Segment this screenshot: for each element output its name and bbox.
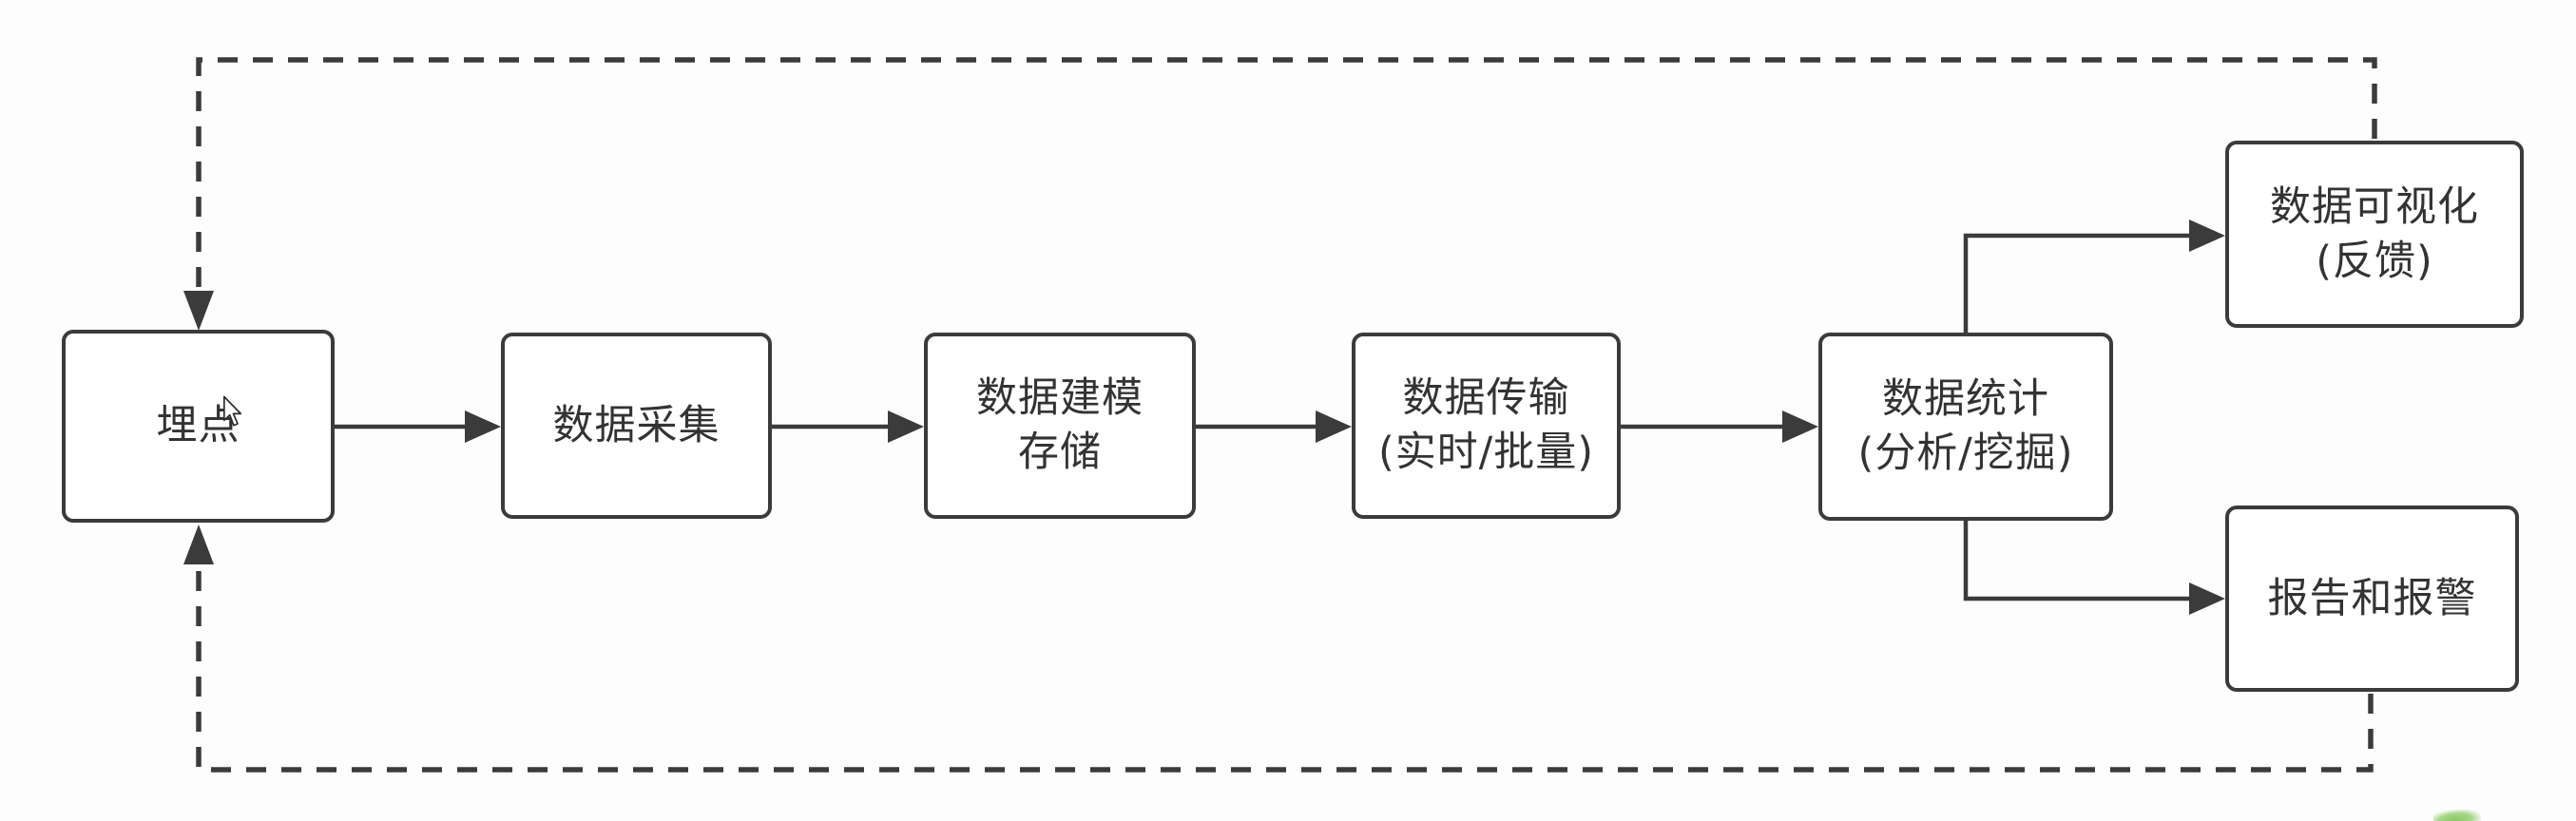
node-tracking[interactable]: 埋点 <box>62 330 335 523</box>
arrow-collection-to-modeling <box>772 410 924 443</box>
arrow-statistics-to-report <box>1963 519 2225 615</box>
arrow-transmission-to-statistics <box>1621 410 1818 443</box>
dashed-feedback-visualization-to-tracking <box>183 57 2377 331</box>
node-report-alert-label: 报告和报警 <box>2267 574 2477 622</box>
node-data-modeling-storage[interactable]: 数据建模 存储 <box>924 333 1196 519</box>
arrow-tracking-to-collection <box>335 410 501 443</box>
node-data-statistics-label-sub: (分析/挖掘) <box>1857 430 2074 477</box>
mouse-pointer-icon <box>223 395 242 427</box>
node-data-transmission[interactable]: 数据传输 (实时/批量) <box>1352 333 1621 519</box>
arrow-modeling-to-transmission <box>1196 410 1352 443</box>
node-data-visualization[interactable]: 数据可视化 (反馈) <box>2225 141 2524 328</box>
node-data-modeling-label-sub: 存储 <box>1018 429 1102 476</box>
node-data-visualization-label-sub: (反馈) <box>2316 237 2433 285</box>
node-data-collection-label: 数据采集 <box>552 401 721 449</box>
node-data-transmission-label-sub: (实时/批量) <box>1377 429 1595 476</box>
arrow-statistics-to-visualization <box>1963 220 2225 333</box>
node-data-statistics-label: 数据统计 <box>1882 375 2049 424</box>
node-data-transmission-label: 数据传输 <box>1402 374 1570 423</box>
node-data-modeling-label: 数据建模 <box>976 374 1144 423</box>
node-data-statistics[interactable]: 数据统计 (分析/挖掘) <box>1818 333 2113 521</box>
node-data-visualization-label: 数据可视化 <box>2270 182 2479 231</box>
node-data-collection[interactable]: 数据采集 <box>501 333 772 519</box>
dashed-feedback-report-to-tracking <box>183 525 2374 773</box>
node-report-alert[interactable]: 报告和报警 <box>2225 506 2519 692</box>
